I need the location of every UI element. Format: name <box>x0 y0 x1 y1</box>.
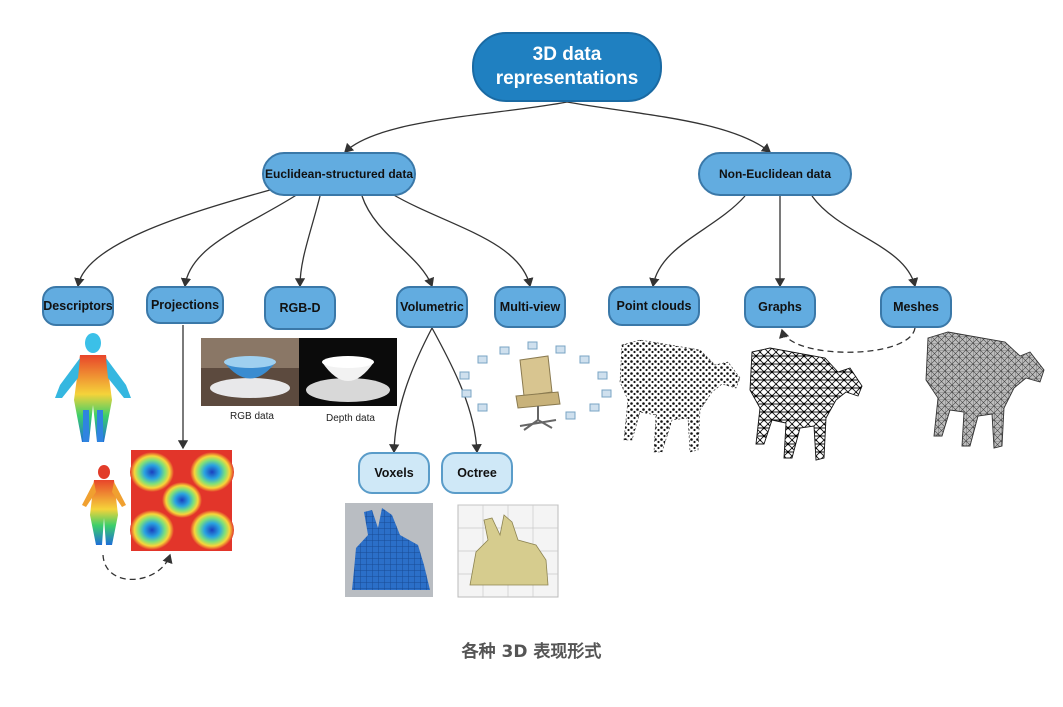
voxel-bunny <box>345 503 433 597</box>
depth-data-caption: Depth data <box>326 413 375 424</box>
node-descriptors: Descriptors <box>42 286 114 326</box>
node-rgb-d: RGB-D <box>264 286 336 330</box>
multiview-chair <box>459 341 612 431</box>
node-projections: Projections <box>146 286 224 324</box>
figure-caption: 各种 3D 表现形式 <box>461 642 602 662</box>
node-graphs: Graphs <box>744 286 816 328</box>
edge-root-euclidean <box>344 101 568 153</box>
edge-meshes-graphs-dashed <box>779 327 916 353</box>
node-multi-view: Multi-view <box>494 286 566 328</box>
root-title-line1: 3D data <box>532 44 602 65</box>
projection-heatmap <box>130 450 234 551</box>
octree-bunny <box>457 504 559 598</box>
edge-noneuclidean-pointclouds <box>649 195 746 288</box>
node-octree: Octree <box>441 452 513 494</box>
node-euclidean-structured-data: Euclidean-structured data <box>262 152 416 196</box>
node-voxels: Voxels <box>358 452 430 494</box>
dashed-edges <box>102 327 916 581</box>
edge-euclidean-descriptors <box>74 189 271 288</box>
rgb-data-caption: RGB data <box>230 411 274 422</box>
descriptor-human-figure <box>55 333 131 442</box>
pointcloud-horse <box>619 339 741 453</box>
edge-euclidean-multiview <box>391 193 534 288</box>
edge-euclidean-rgbd <box>294 195 321 288</box>
edge-volumetric-voxels <box>388 327 433 454</box>
node-volumetric: Volumetric <box>396 286 468 328</box>
node-non-euclidean-data: Non-Euclidean data <box>698 152 852 196</box>
root-node: 3D data representations <box>472 32 662 102</box>
root-title-line2: representations <box>495 68 639 89</box>
edge-euclidean-projections <box>180 193 299 288</box>
node-meshes: Meshes <box>880 286 952 328</box>
rgbd-images <box>201 338 397 406</box>
edge-root-noneuclidean <box>566 101 772 153</box>
mesh-horse <box>925 331 1045 449</box>
projection-small-human <box>82 465 126 545</box>
graph-horse <box>749 347 863 461</box>
edge-euclidean-volumetric <box>361 195 435 288</box>
node-point-clouds: Point clouds <box>608 286 700 326</box>
edge-noneuclidean-meshes <box>811 195 919 288</box>
edge-projection-dashed <box>102 553 173 581</box>
